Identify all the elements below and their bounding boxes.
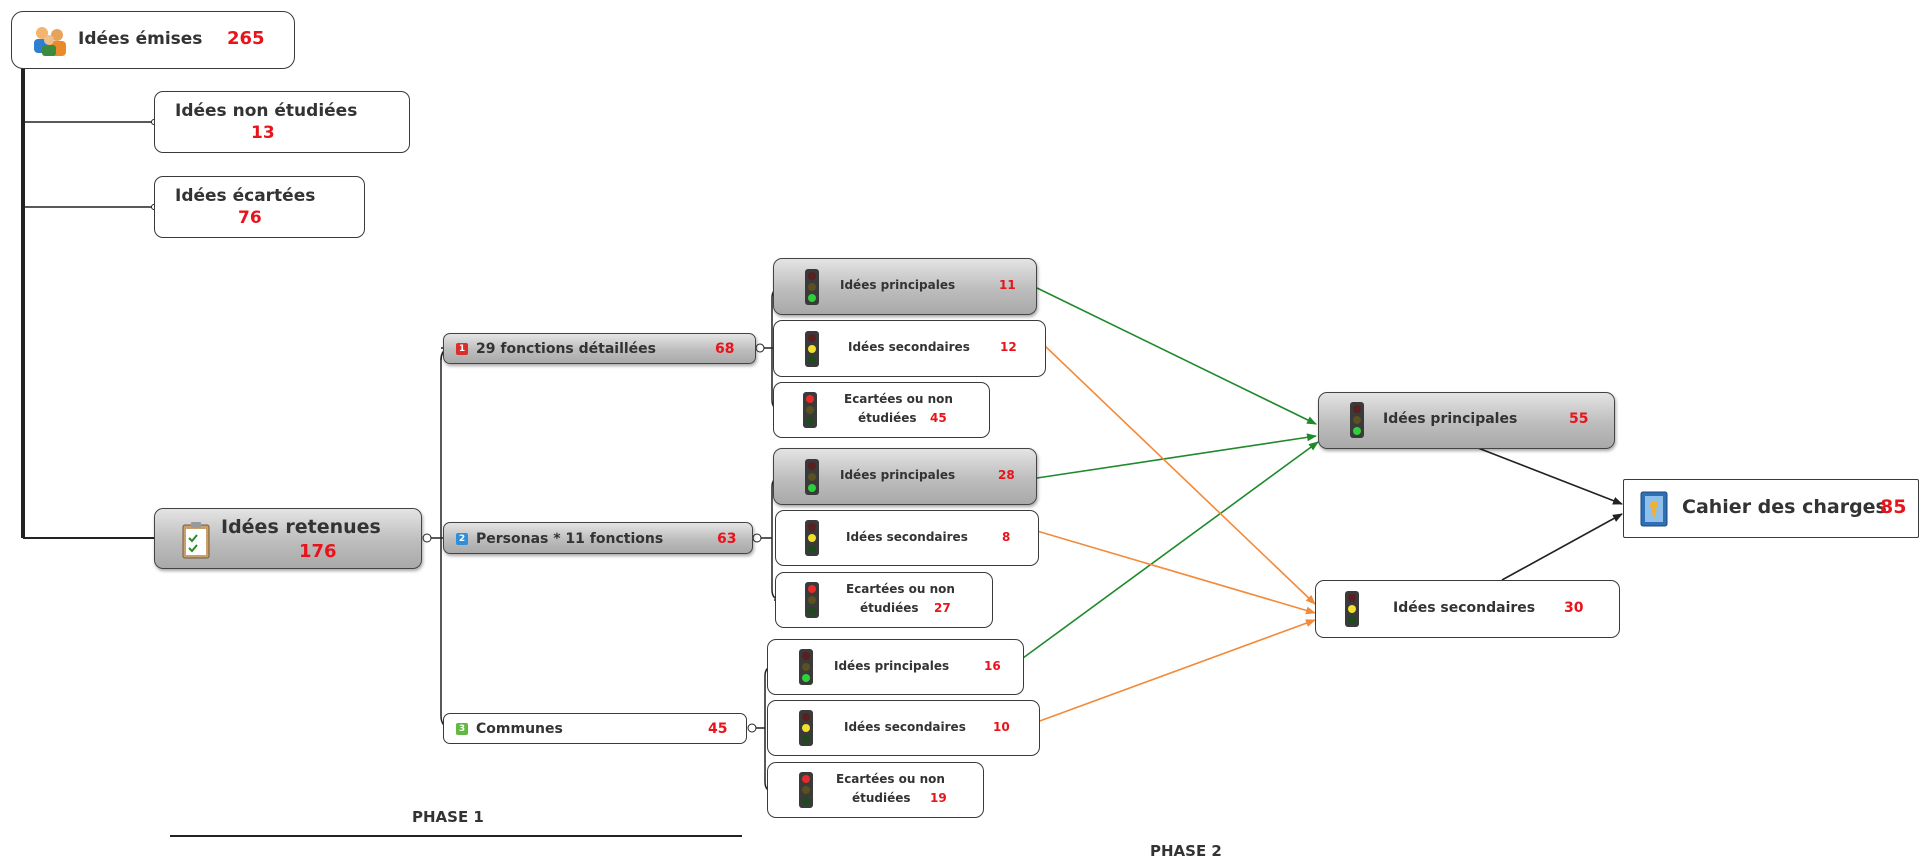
cahier-label: Cahier des charges xyxy=(1682,496,1887,518)
clipboard-checklist-icon xyxy=(182,522,210,559)
phase2-principales-count: 55 xyxy=(1569,411,1589,427)
g3-idees-secondaires[interactable]: Idées secondaires 10 xyxy=(767,700,1040,756)
child-label: Idées secondaires xyxy=(846,530,968,544)
cahier-des-charges[interactable]: Cahier des charges 85 xyxy=(1623,479,1919,538)
root-count: 265 xyxy=(227,28,265,49)
cahier-count: 85 xyxy=(1880,496,1907,518)
child-count: 19 xyxy=(930,791,947,805)
node-idees-ecartees[interactable]: Idées écartées 76 xyxy=(154,176,365,238)
retenues-count: 176 xyxy=(299,541,337,562)
g3-ecartees-ou-non-etudiees[interactable]: Ecartées ou non étudiées 19 xyxy=(767,762,984,818)
group-label: Personas * 11 fonctions xyxy=(476,531,664,547)
child-label: Idées principales xyxy=(840,278,956,292)
retenues-label: Idées retenues xyxy=(221,516,381,538)
g2-idees-principales[interactable]: Idées principales 28 xyxy=(773,448,1037,505)
ecartees-count: 76 xyxy=(238,208,262,228)
g1-ecartees-ou-non-etudiees[interactable]: Ecartées ou non étudiées 45 xyxy=(773,382,990,438)
traffic-light-green-icon xyxy=(799,649,813,685)
child-count: 11 xyxy=(999,278,1016,292)
child-label: Idées secondaires xyxy=(844,720,966,734)
traffic-light-yellow-icon xyxy=(805,331,819,367)
phase2-idees-principales[interactable]: Idées principales 55 xyxy=(1318,392,1615,449)
child-label-line1: Ecartées ou non xyxy=(844,392,953,406)
child-count: 28 xyxy=(998,468,1015,482)
child-count: 12 xyxy=(1000,340,1017,354)
node-idees-non-etudiees[interactable]: Idées non étudiées 13 xyxy=(154,91,410,153)
child-label: Idées principales xyxy=(834,659,950,673)
non-etudiees-label: Idées non étudiées xyxy=(175,101,358,121)
node-idees-retenues[interactable]: Idées retenues 176 xyxy=(154,508,422,569)
phase-2-label: PHASE 2 xyxy=(1150,842,1222,860)
phase2-principales-label: Idées principales xyxy=(1383,411,1518,427)
traffic-light-red-icon xyxy=(805,582,819,618)
g1-idees-principales[interactable]: Idées principales 11 xyxy=(773,258,1037,315)
phase-1-label: PHASE 1 xyxy=(412,808,484,826)
g1-idees-secondaires[interactable]: Idées secondaires 12 xyxy=(773,320,1046,377)
child-count: 45 xyxy=(930,411,947,425)
group-communes[interactable]: 3 Communes 45 xyxy=(443,713,747,744)
root-label: Idées émises xyxy=(78,29,203,49)
child-count: 10 xyxy=(993,720,1010,734)
traffic-light-yellow-icon xyxy=(805,520,819,556)
child-label-line2: étudiées xyxy=(852,791,911,805)
users-icon xyxy=(34,27,66,56)
g2-idees-secondaires[interactable]: Idées secondaires 8 xyxy=(775,510,1039,566)
child-label: Idées secondaires xyxy=(848,340,970,354)
child-count: 8 xyxy=(1002,530,1011,544)
child-label-line2: étudiées xyxy=(858,411,917,425)
group-label: Communes xyxy=(476,721,563,737)
traffic-light-green-icon xyxy=(805,459,819,495)
child-label: Idées principales xyxy=(840,468,956,482)
g3-idees-principales[interactable]: Idées principales 16 xyxy=(767,639,1024,695)
phase2-secondaires-count: 30 xyxy=(1564,600,1584,616)
child-label-line2: étudiées xyxy=(860,601,919,615)
group-count: 63 xyxy=(717,531,737,547)
child-count: 27 xyxy=(934,601,951,615)
traffic-light-red-icon xyxy=(799,772,813,808)
traffic-light-green-icon xyxy=(805,269,819,305)
group-count: 68 xyxy=(715,341,735,357)
group-badge: 1 xyxy=(456,343,468,355)
phase2-secondaires-label: Idées secondaires xyxy=(1393,600,1536,616)
child-label-line1: Ecartées ou non xyxy=(846,582,955,596)
group-personas[interactable]: 2 Personas * 11 fonctions 63 xyxy=(443,522,753,554)
ecartees-label: Idées écartées xyxy=(175,186,316,206)
traffic-light-red-icon xyxy=(803,392,817,428)
group-badge: 2 xyxy=(456,533,468,545)
group-fonctions-detaillees[interactable]: 1 29 fonctions détaillées 68 xyxy=(443,333,756,364)
traffic-light-yellow-icon xyxy=(1345,591,1359,627)
root-node-idees-emises[interactable]: Idées émises 265 xyxy=(11,11,295,69)
group-label: 29 fonctions détaillées xyxy=(476,341,656,357)
non-etudiees-count: 13 xyxy=(251,123,275,143)
g2-ecartees-ou-non-etudiees[interactable]: Ecartées ou non étudiées 27 xyxy=(775,572,993,628)
phase2-idees-secondaires[interactable]: Idées secondaires 30 xyxy=(1315,580,1620,638)
child-count: 16 xyxy=(984,659,1001,673)
child-label-line1: Ecartées ou non xyxy=(836,772,945,786)
group-count: 45 xyxy=(708,721,728,737)
group-badge: 3 xyxy=(456,723,468,735)
specification-book-icon xyxy=(1640,491,1668,527)
traffic-light-yellow-icon xyxy=(799,710,813,746)
traffic-light-green-icon xyxy=(1350,402,1364,438)
